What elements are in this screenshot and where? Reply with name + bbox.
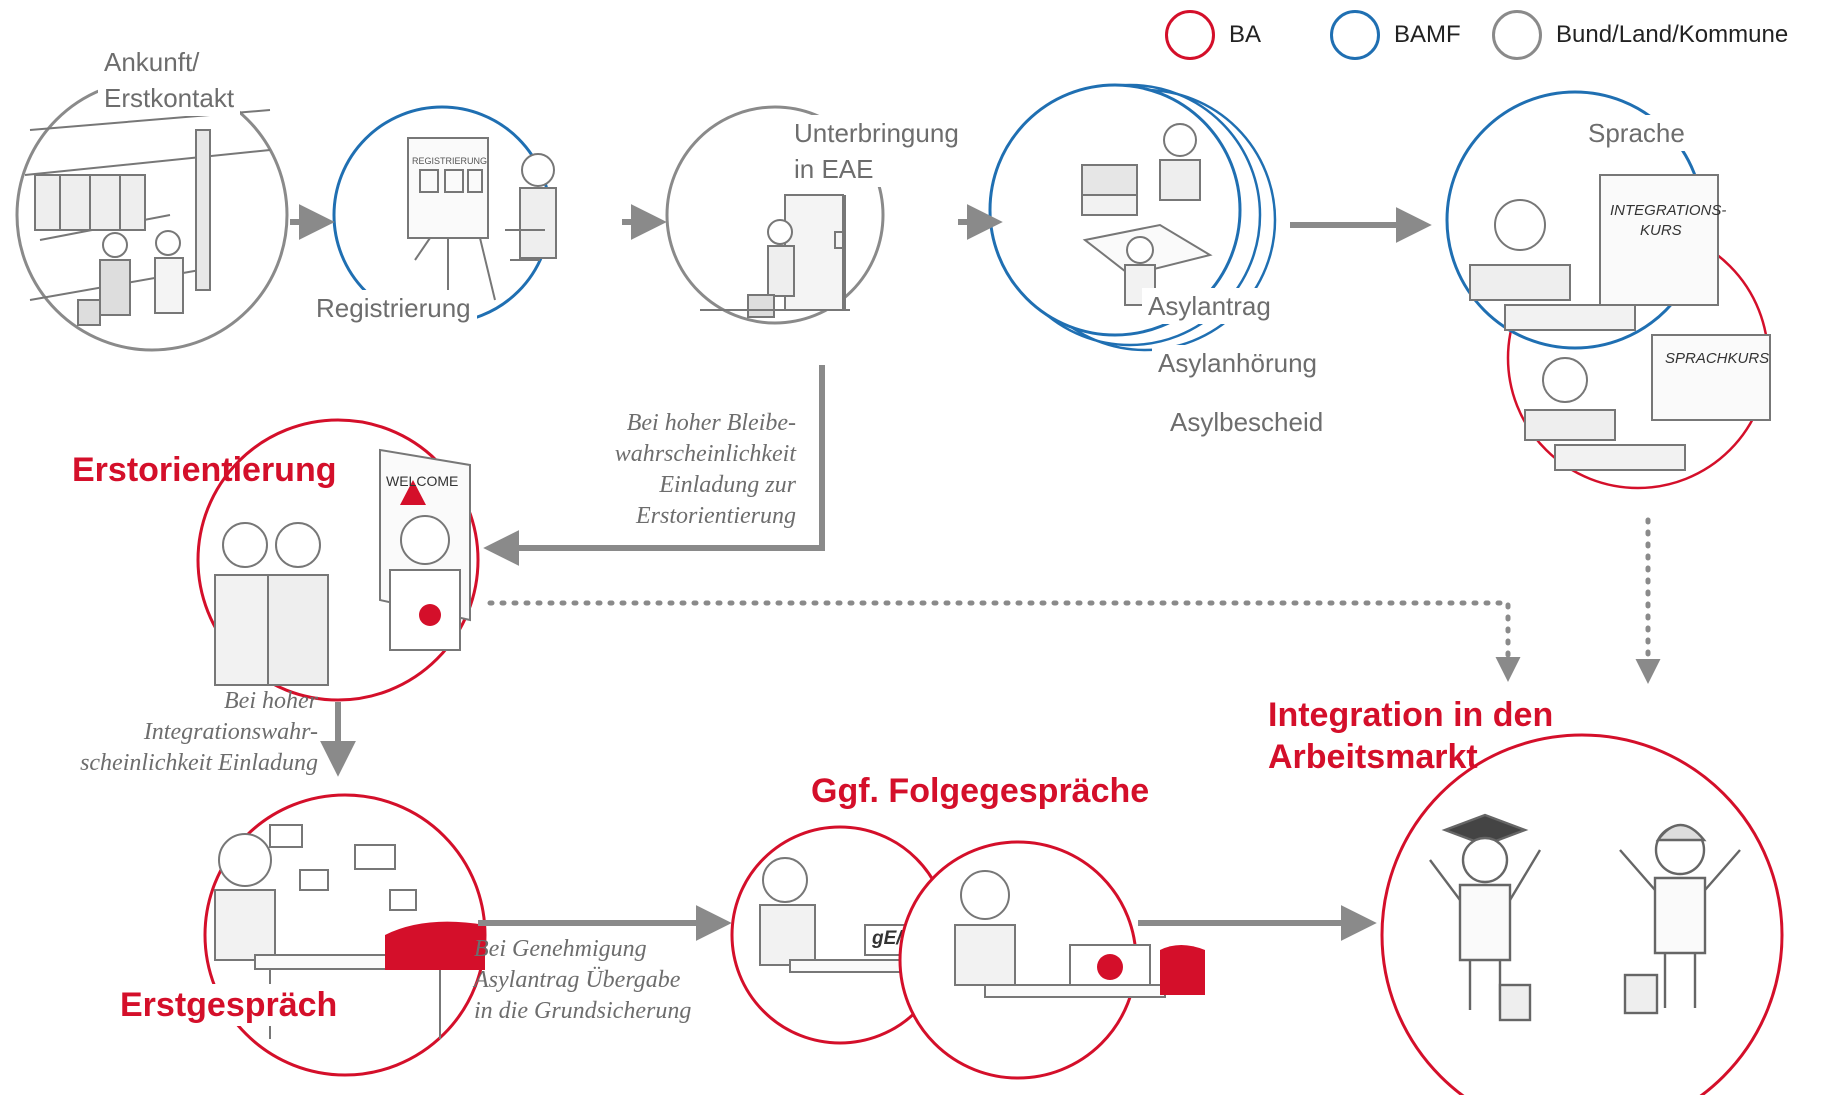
flow-arrows (290, 204, 1661, 941)
legend-item-bund: Bund/Land/Kommune (1492, 10, 1788, 60)
note-genehmigung-line1: Bei Genehmigung (474, 936, 647, 962)
label-erstgespraech: Erstgespräch (114, 984, 344, 1026)
svg-text:REGISTRIERUNG: REGISTRIERUNG (412, 156, 487, 166)
legend-label-ba: BA (1229, 21, 1262, 48)
welcome-sign: WELCOME (386, 473, 458, 489)
label-ankunft: Ankunft/ Erstkontakt (98, 44, 241, 116)
note-bleibe-line3: Einladung zur (659, 472, 796, 498)
label-integration-line2: Arbeitsmarkt (1268, 738, 1478, 776)
label-asylbescheid: Asylbescheid (1164, 404, 1330, 440)
note-bleibe-line4: Erstorientierung (636, 503, 796, 529)
note-integration-line1: Bei hoher (224, 688, 318, 714)
note-integration: Bei hoher Integrationswahr- scheinlichke… (60, 686, 318, 779)
legend-item-ba: BA (1165, 10, 1261, 60)
label-ankunft-line2: Erstkontakt (104, 83, 235, 113)
dotted-arrow-erstorientierung-integration (487, 600, 1521, 683)
label-asylantrag: Asylantrag (1142, 288, 1277, 324)
label-integration: Integration in den Arbeitsmarkt (1268, 694, 1553, 778)
note-bleibe: Bei hoher Bleibe- wahrscheinlichkeit Ein… (560, 408, 796, 532)
label-folgegespraeche: Ggf. Folgegespräche (805, 770, 1156, 812)
note-integration-line2: Integrationswahr- (143, 719, 318, 745)
label-erstorientierung: Erstorientierung (72, 451, 337, 489)
stage-ankunft-circle (15, 78, 289, 352)
note-genehmigung-line2: Asylantrag Übergabe (474, 967, 681, 993)
integrationskurs-sign-line2: KURS (1640, 222, 1682, 239)
label-sprache: Sprache (1582, 115, 1691, 151)
ba-logo-icon (400, 480, 426, 505)
note-bleibe-line1: Bei hoher Bleibe- (626, 410, 796, 436)
note-genehmigung: Bei Genehmigung Asylantrag Übergabe in d… (474, 934, 691, 1027)
stage-folgegespraeche-circles: gE/zkT (730, 825, 1205, 1080)
note-integration-line3: scheinlichkeit Einladung (80, 750, 318, 776)
integrationskurs-sign-line1: INTEGRATIONS- (1610, 202, 1726, 219)
legend-label-bamf: BAMF (1394, 21, 1461, 48)
stage-sprache-circles: SPRACHKURS INTEGRATIONS- KURS (1445, 90, 1771, 490)
stage-integration-circle (1380, 733, 1784, 1095)
note-genehmigung-line3: in die Grundsicherung (474, 998, 692, 1024)
ba-laptop-logo-icon (1097, 954, 1123, 980)
label-ankunft-line1: Ankunft/ (104, 47, 200, 77)
stage-registrierung-circle: REGISTRIERUNG (332, 105, 557, 325)
sprachkurs-sign: SPRACHKURS (1665, 350, 1769, 367)
red-chair-icon-2 (1160, 945, 1205, 995)
label-integration-line1: Integration in den (1268, 696, 1554, 734)
legend-item-bamf: BAMF (1330, 10, 1461, 60)
legend-swatch-ba (1165, 10, 1215, 60)
legend-swatch-bamf (1330, 10, 1380, 60)
legend-label-bund: Bund/Land/Kommune (1556, 21, 1789, 48)
label-asylanhoerung: Asylanhörung (1152, 345, 1323, 381)
red-chair-icon (385, 921, 485, 970)
ba-logo-shirt-icon (419, 604, 441, 626)
label-unterbringung: Unterbringung in EAE (788, 115, 965, 187)
label-unterbringung-line2: in EAE (794, 154, 874, 184)
stage-erstorientierung-circle: WELCOME (196, 418, 480, 702)
note-bleibe-line2: wahrscheinlichkeit (614, 441, 796, 467)
label-registrierung: Registrierung (310, 290, 477, 326)
stage-erstgespraech-circle (203, 793, 487, 1077)
arrow-unterbringung-erstorientierung (483, 365, 825, 566)
label-unterbringung-line1: Unterbringung (794, 118, 959, 148)
legend-swatch-bund (1492, 10, 1542, 60)
